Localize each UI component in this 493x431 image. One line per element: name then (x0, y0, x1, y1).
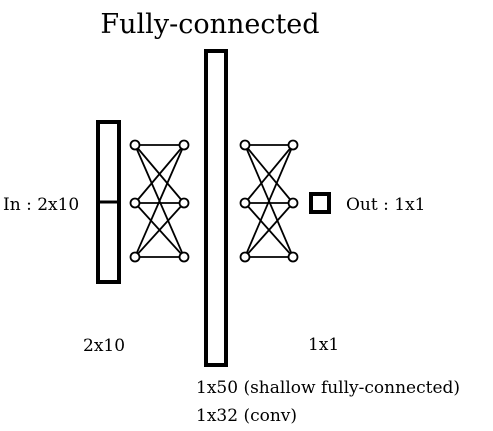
fc-left-edge (134, 144, 185, 204)
input-label: In : 2x10 (3, 195, 79, 215)
fc-right-right-node (287, 251, 299, 263)
output-block (309, 192, 331, 214)
middle-label-line1: 1x50 (shallow fully-connected) (196, 378, 460, 398)
input-block (96, 120, 121, 284)
fc-left-right-node (178, 251, 190, 263)
fc-right-left-node (239, 251, 251, 263)
fc-left-edge (134, 202, 185, 258)
fc-network-left (129, 139, 190, 263)
output-block-size-label: 1x1 (308, 335, 339, 355)
middle-label-line2: 1x32 (conv) (196, 406, 297, 426)
fc-right-edge (244, 144, 294, 258)
fc-left-right-node (178, 197, 190, 209)
fc-right-edge (244, 144, 294, 204)
fc-right-edge (244, 202, 294, 258)
fc-network-right (239, 139, 299, 263)
fc-left-right-node (178, 139, 190, 151)
fc-right-left-node (239, 139, 251, 151)
fc-left-left-node (129, 197, 141, 209)
fc-left-left-node (129, 139, 141, 151)
output-label: Out : 1x1 (346, 195, 425, 215)
fc-right-right-node (287, 197, 299, 209)
fc-left-edge (134, 144, 185, 258)
middle-block (204, 49, 228, 367)
diagram-title: Fully-connected (100, 9, 319, 40)
fc-right-right-node (287, 139, 299, 151)
input-block-size-label: 2x10 (83, 336, 125, 356)
fc-right-left-node (239, 197, 251, 209)
fc-left-left-node (129, 251, 141, 263)
